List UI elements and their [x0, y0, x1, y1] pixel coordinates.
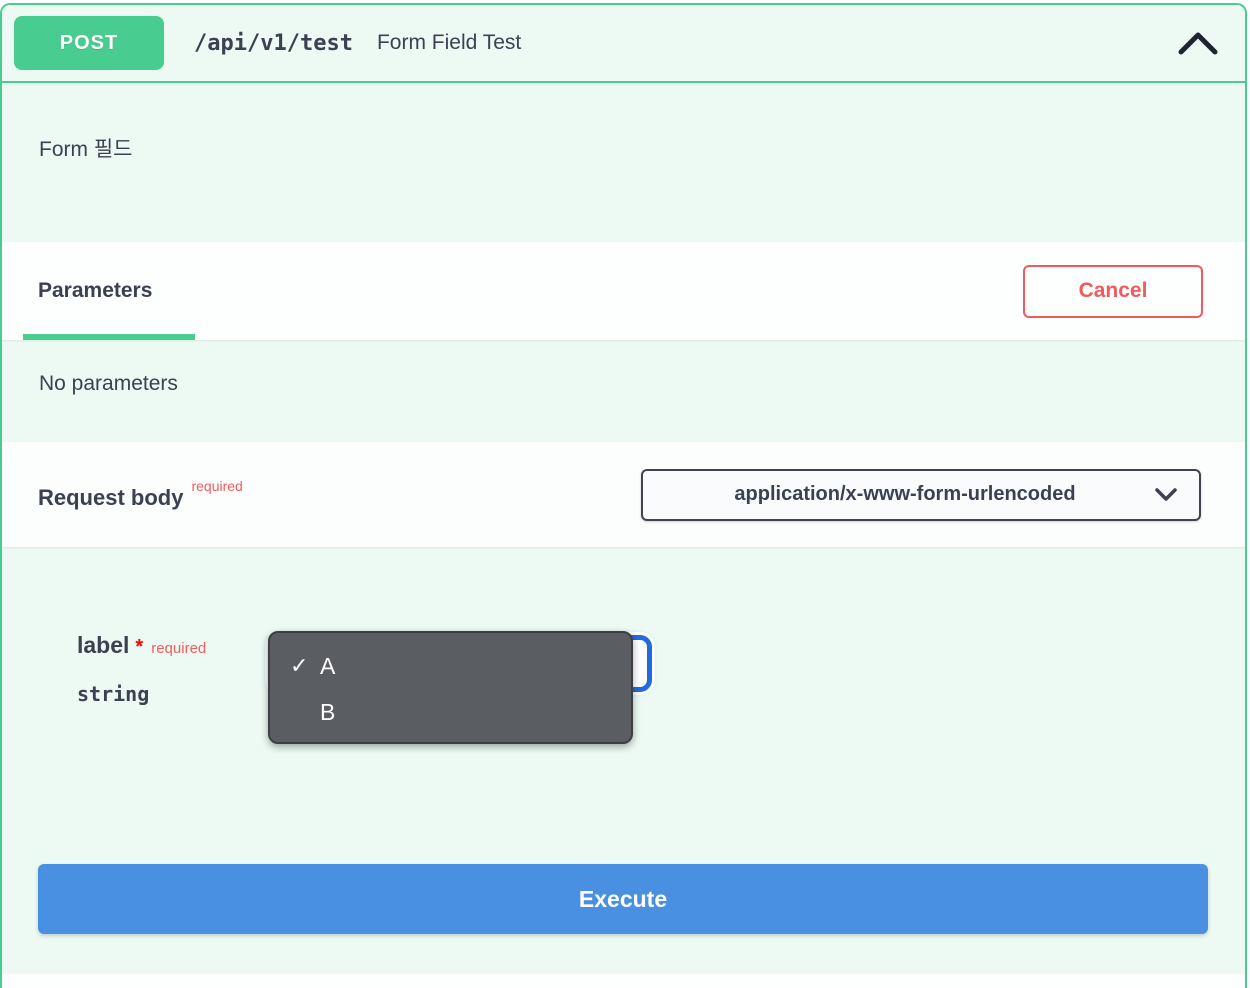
active-tab-underline — [23, 334, 195, 340]
next-section-strip — [2, 974, 1245, 988]
chevron-down-icon — [1155, 487, 1177, 501]
content-type-value: application/x-www-form-urlencoded — [734, 483, 1076, 505]
content-type-select[interactable]: application/x-www-form-urlencoded — [641, 468, 1201, 521]
parameters-tab-label: Parameters — [38, 279, 153, 302]
field-type: string — [77, 682, 150, 706]
operation-block: POST /api/v1/test Form Field Test Form 필… — [0, 3, 1247, 988]
required-asterisk: * — [135, 636, 144, 658]
request-body-label: Request body — [38, 485, 184, 510]
option-label: A — [320, 652, 336, 679]
dropdown-option-a[interactable]: ✓ A — [270, 643, 631, 689]
select-dropdown-popup: ✓ A B — [268, 631, 633, 744]
request-body-header-row: Request body required application/x-www-f… — [2, 442, 1245, 547]
no-parameters-message: No parameters — [2, 340, 1245, 442]
request-body-required-label: required — [191, 478, 243, 494]
field-required-label: required — [151, 640, 207, 657]
tab-parameters[interactable]: Parameters — [38, 279, 152, 303]
chevron-up-icon[interactable] — [1177, 28, 1219, 58]
selected-check-icon: ✓ — [290, 653, 309, 678]
cancel-button[interactable]: Cancel — [1023, 264, 1203, 318]
operation-description: Form 필드 — [2, 83, 1245, 242]
operation-header[interactable]: POST /api/v1/test Form Field Test — [2, 5, 1245, 83]
dropdown-option-b[interactable]: B — [270, 689, 631, 735]
endpoint-path: /api/v1/test — [194, 30, 353, 56]
request-body-title: Request body required — [38, 478, 243, 511]
option-label: B — [320, 698, 336, 725]
request-body-form-section: label* required string ✓ A B Execute — [2, 547, 1245, 974]
endpoint-summary: Form Field Test — [376, 31, 522, 54]
field-name-text: label — [77, 632, 130, 658]
execute-button[interactable]: Execute — [38, 864, 1208, 934]
field-name: label* required — [77, 632, 206, 659]
parameters-header-row: Parameters Cancel — [2, 242, 1245, 340]
method-badge: POST — [14, 16, 164, 70]
